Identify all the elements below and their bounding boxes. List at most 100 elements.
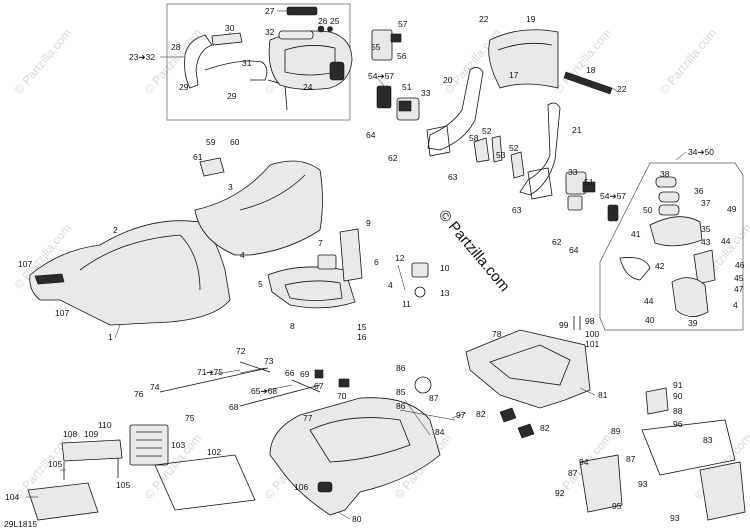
callout-107b: 107 [55,308,69,318]
callout-7: 7 [318,238,323,248]
callout-1: 1 [108,332,113,342]
part-84-rod [404,399,431,436]
callout-93a: 93 [638,479,648,489]
callout-39: 39 [688,318,698,328]
part-106 [317,481,333,493]
part-82a [499,407,517,423]
callout-40: 40 [645,315,655,325]
callout-102: 102 [207,447,221,457]
callout-45: 45 [734,273,744,283]
callout-15: 15 [357,322,367,332]
callout-8: 8 [290,321,295,331]
callout-61: 61 [193,152,203,162]
part-24-lock [329,61,345,81]
part-107 [34,273,65,285]
part-82b [517,423,535,439]
callout-34-50: 34➔50 [688,147,714,157]
callout-12: 12 [395,253,405,263]
part-31 [204,60,268,81]
callout-6: 6 [374,257,379,267]
part-7 [317,254,337,270]
part-9-6 [339,228,363,282]
part-17-19 [488,29,559,89]
callout-103: 103 [171,440,185,450]
callout-98: 98 [585,316,595,326]
callout-62a: 62 [388,153,398,163]
part-21 [519,102,561,196]
callout-37: 37 [701,198,711,208]
part-26 [317,25,325,33]
callout-74: 74 [150,382,160,392]
callout-105b: 105 [116,480,130,490]
callout-93b: 93 [670,513,680,523]
part-52b [510,151,525,179]
callout-59: 59 [206,137,216,147]
callout-35: 35 [701,224,711,234]
detail-box-34-50 [599,162,744,331]
callout-18: 18 [586,65,596,75]
callout-100: 100 [585,329,599,339]
callout-80: 80 [352,514,362,524]
part-51a [398,100,412,112]
part-10 [411,262,429,278]
callout-64a: 64 [366,130,376,140]
callout-25: 25 [330,16,340,26]
callout-46: 46 [735,260,745,270]
part-30 [211,32,243,46]
part-21-plate [527,167,553,200]
callout-2: 2 [113,225,118,235]
part-32 [278,30,314,40]
callout-91: 91 [673,380,683,390]
part-83 [641,419,736,476]
part-1-inner [79,234,201,291]
callout-49: 49 [727,204,737,214]
callout-71-75: 71➔75 [197,367,223,377]
part-5 [267,266,356,309]
callout-13: 13 [440,288,450,298]
callout-33a: 33 [421,88,431,98]
callout-88: 88 [673,406,683,416]
callout-89: 89 [611,426,621,436]
callout-96: 96 [673,419,683,429]
part-71-75 [159,367,269,393]
callout-86b: 86 [396,401,406,411]
part-28 [184,34,213,89]
part-103-grill [136,431,162,457]
callout-26: 26 [318,16,328,26]
part-78 [465,329,591,409]
callout-55: 55 [371,42,381,52]
callout-9: 9 [366,218,371,228]
callout-47: 47 [734,284,744,294]
callout-57: 57 [398,19,408,29]
callout-41: 41 [631,229,641,239]
callout-92: 92 [555,488,565,498]
part-99-98 [573,316,581,330]
callout-36: 36 [694,186,704,196]
part-3-4-seat [194,160,323,256]
callout-3: 3 [228,182,233,192]
callout-67: 67 [314,381,324,391]
callout-105a: 105 [48,459,62,469]
callout-32: 32 [265,27,275,37]
callout-60: 60 [230,137,240,147]
callout-63a: 63 [448,172,458,182]
callout-87b: 87 [626,454,636,464]
leader-lines [26,10,687,520]
part-108-109 [61,439,123,462]
part-65-68 [239,384,321,407]
callout-99: 99 [559,320,569,330]
part-1-2-seat [29,220,231,326]
part-51b [582,181,596,193]
part-88-90 [645,387,669,415]
part-18 [563,71,613,95]
part-70 [338,378,350,388]
part-12-bolt [397,264,406,291]
callout-43: 43 [701,237,711,247]
callout-94: 94 [579,457,589,467]
part-58 [473,137,490,163]
part-77 [269,397,441,516]
callout-73: 73 [264,356,274,366]
callout-38: 38 [660,169,670,179]
callout-33b: 33 [568,167,578,177]
